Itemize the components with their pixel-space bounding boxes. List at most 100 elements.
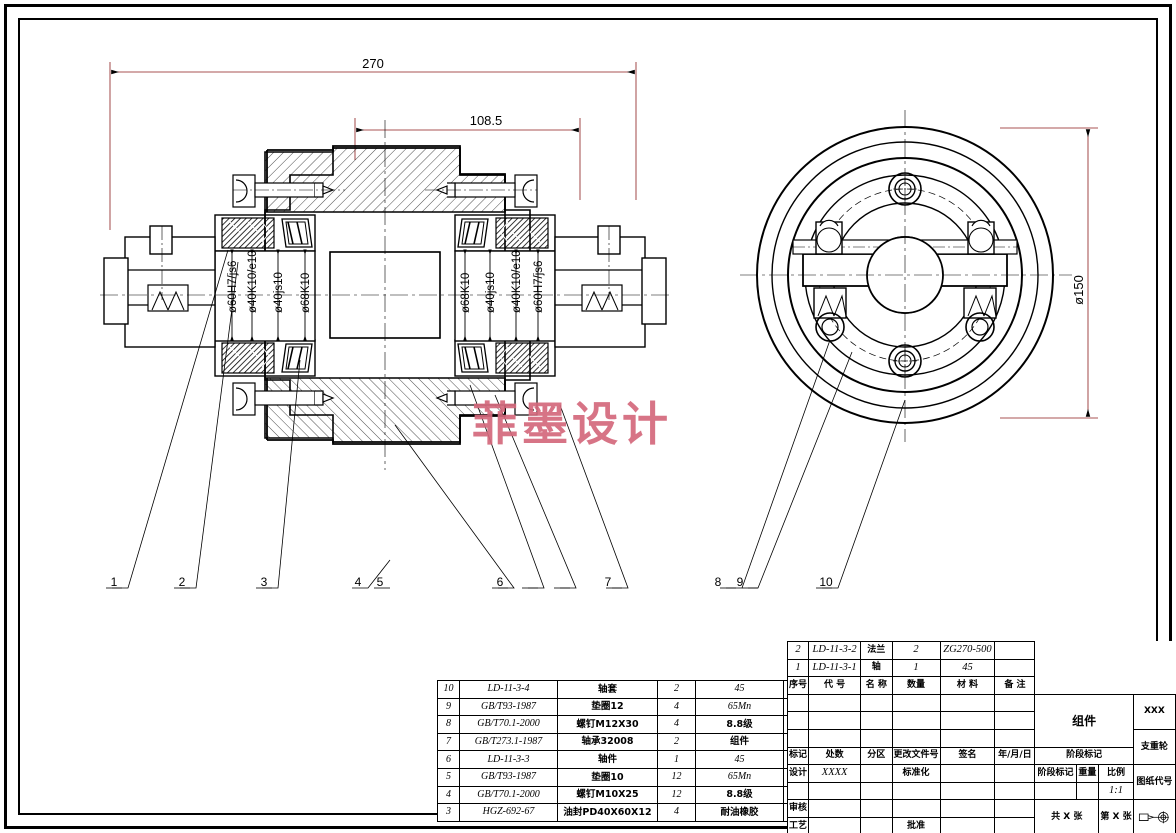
part-name: 螺钉M12X30	[557, 715, 658, 734]
part-name: 轴承32008	[557, 732, 658, 752]
cell-blank	[860, 693, 893, 713]
part-qty: 4	[657, 697, 696, 717]
item-material: 45	[939, 658, 996, 678]
title-block-row-blank: 组件 XXX	[786, 693, 1176, 748]
stage-mark-group: 阶段标记	[1034, 746, 1134, 766]
part-qty: 1	[657, 750, 696, 769]
part-material: 65Mn	[695, 767, 784, 787]
part-index: 3	[437, 803, 460, 822]
cell-blank	[891, 693, 941, 713]
scale-value: 1:1	[1098, 781, 1134, 801]
part-code: GB/T93-1987	[459, 697, 558, 717]
bolt-head-left	[815, 219, 843, 255]
item-note	[994, 658, 1036, 678]
part-title: 支重轮	[1132, 728, 1176, 766]
weight-label: 重量	[1075, 764, 1100, 783]
balloon-4: 4	[355, 575, 362, 589]
part-qty: 12	[657, 785, 696, 805]
balloon-8: 8	[715, 575, 722, 589]
part-code: HGZ-692-67	[459, 803, 558, 822]
cell-blank	[860, 799, 893, 818]
fit-label-6: ø40K10/e10	[511, 250, 523, 313]
part-qty: 2	[657, 732, 696, 752]
part-qty: 2	[657, 680, 696, 699]
part-index: 10	[437, 680, 460, 699]
approve-label: 批准	[891, 816, 941, 833]
balloon-10: 10	[819, 575, 833, 589]
revision-zone: 分区	[860, 746, 893, 766]
bolt-upper-left	[232, 174, 345, 208]
cell-blank	[939, 711, 996, 730]
cell-blank	[786, 693, 810, 713]
part-code: GB/T70.1-2000	[459, 715, 558, 734]
part-code: GB/T273.1-1987	[459, 732, 558, 752]
part-material: 45	[695, 680, 784, 699]
header-qty: 数量	[891, 676, 941, 695]
part-index: 6	[437, 750, 460, 769]
dimension-270	[109, 62, 637, 230]
item-note	[994, 641, 1036, 660]
item-code: LD-11-3-2	[808, 641, 862, 660]
part-index: 4	[437, 785, 460, 805]
part-index: 8	[437, 715, 460, 734]
bolt-pad-right	[963, 287, 997, 342]
revision-mark: 标记	[786, 746, 810, 766]
cell-blank	[860, 764, 893, 783]
header-index: 序号	[786, 676, 810, 695]
balloon-2: 2	[179, 575, 186, 589]
part-name: 垫圈10	[557, 767, 658, 787]
cell-blank	[939, 728, 996, 748]
item-qty: 1	[891, 658, 941, 678]
process-row: 工艺 批准	[786, 816, 1176, 833]
header-name: 名 称	[860, 676, 893, 695]
revision-date: 年/月/日	[994, 746, 1036, 766]
balloon-1: 1	[111, 575, 118, 589]
header-note: 备 注	[994, 676, 1036, 695]
end-view	[740, 110, 1072, 442]
drawing-frame-outer	[4, 4, 1172, 829]
part-index: 5	[437, 767, 460, 787]
bolt-upper-right	[425, 174, 538, 208]
item-code: LD-11-3-1	[808, 658, 862, 678]
header-code: 代 号	[808, 676, 862, 695]
item-index: 2	[786, 641, 810, 660]
cell-blank	[939, 816, 996, 833]
balloon-3: 3	[261, 575, 268, 589]
bolt-pad-left	[813, 287, 847, 342]
cell-blank	[994, 711, 1036, 730]
part-qty: 12	[657, 767, 696, 787]
fit-label-4: ø68K10	[460, 273, 472, 313]
revision-count: 处数	[808, 746, 862, 766]
stage-mark-cell: 阶段标记	[1034, 764, 1077, 783]
dimension-d150	[1000, 127, 1098, 419]
title-header-row: 序号 代 号 名 称 数量 材 料 备 注	[786, 676, 1176, 695]
cell-blank	[808, 693, 862, 713]
cell-blank	[994, 728, 1036, 748]
cell-blank	[891, 711, 941, 730]
dimension-270-label: 270	[362, 56, 384, 71]
cell-blank	[860, 781, 893, 801]
cell-blank	[786, 711, 810, 730]
title-block-table: 2 LD-11-3-2 法兰 2 ZG270-500 1 LD-11-3-1 轴…	[786, 641, 1176, 833]
fit-leaders-right	[463, 249, 540, 341]
projection-symbol-cell	[1132, 799, 1176, 833]
balloon-7: 7	[605, 575, 612, 589]
drawing-code-label: 图纸代号	[1132, 764, 1176, 801]
design-label: 设计	[786, 764, 810, 783]
cell-blank	[891, 781, 941, 801]
design-name: XXXX	[808, 764, 862, 783]
part-code: LD-11-3-4	[459, 680, 558, 699]
review-label: 审核	[786, 799, 810, 818]
cell-blank	[939, 693, 996, 713]
item-material: ZG270-500	[939, 641, 996, 660]
title-block-row-blank: 支重轮	[786, 728, 1176, 766]
cell-blank	[891, 728, 941, 748]
sheet-no: 第 X 张	[1098, 799, 1134, 833]
part-material: 组件	[695, 732, 784, 752]
balloon-leaders	[106, 249, 906, 589]
balloon-5: 5	[377, 575, 384, 589]
revision-header-row: 标记 处数 分区 更改文件号 签名 年/月/日 阶段标记	[786, 746, 1176, 766]
cell-blank	[994, 799, 1036, 818]
